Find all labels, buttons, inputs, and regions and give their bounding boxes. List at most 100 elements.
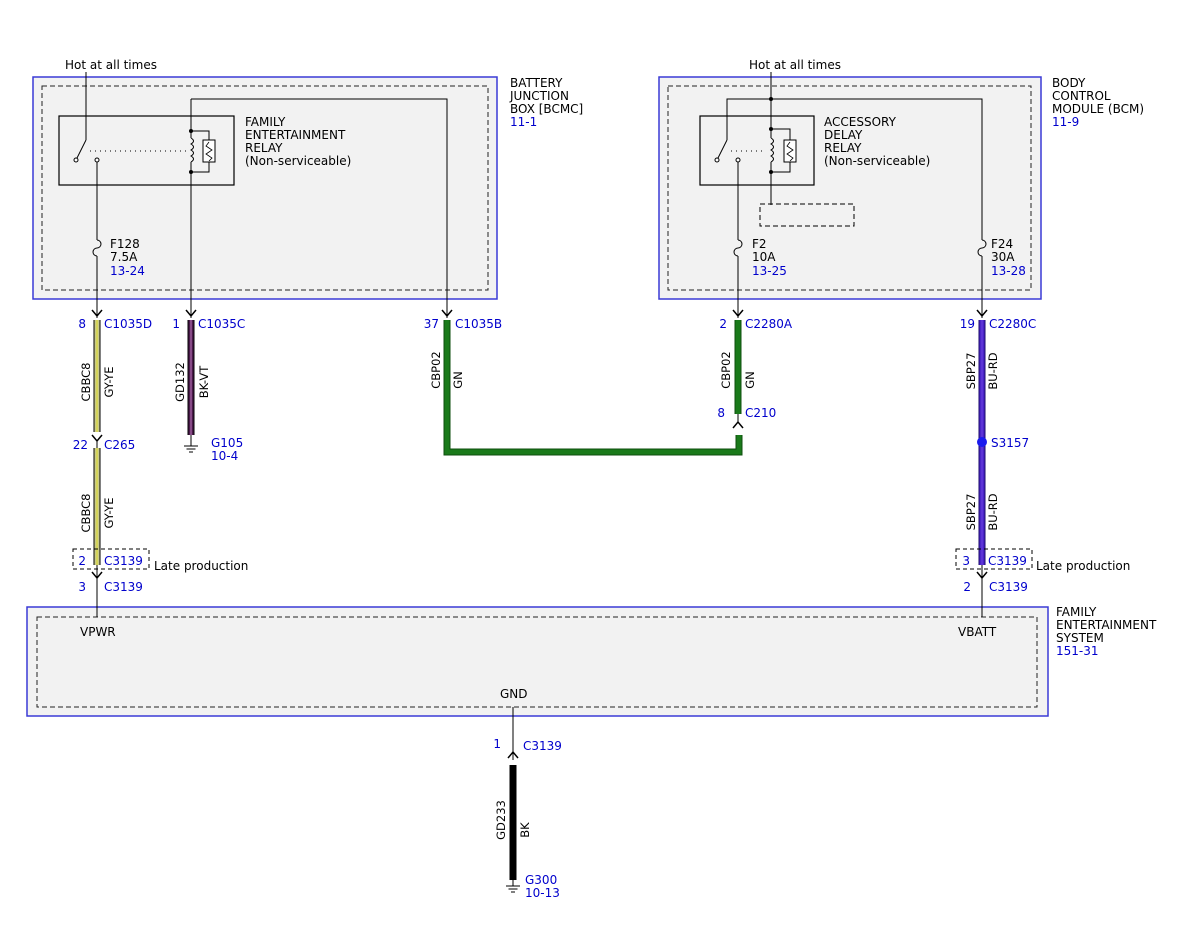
ground-g300-icon bbox=[506, 885, 520, 893]
c3139-left-name: C3139 bbox=[104, 580, 143, 594]
wire-cbp02-right-circuit: CBP02 bbox=[719, 351, 733, 389]
relay-resistor-left bbox=[202, 139, 216, 163]
fuse-f2-icon bbox=[733, 239, 743, 257]
bjb-name-line-3: BOX [BCMC] bbox=[510, 102, 583, 116]
c210-name: C210 bbox=[745, 406, 776, 420]
body-control-module-inner bbox=[667, 85, 1032, 291]
fuse-f2-ref: 13-25 bbox=[752, 264, 787, 278]
c2280a-pin: 2 bbox=[719, 317, 727, 331]
fuse-f128-rating: 7.5A bbox=[110, 250, 138, 264]
c3139-gnd-name: C3139 bbox=[523, 739, 562, 753]
wire-cbp02-left-circuit: CBP02 bbox=[429, 351, 443, 389]
ad-relay-line-4: (Non-serviceable) bbox=[824, 154, 930, 168]
relay-output-wire-left bbox=[191, 98, 448, 318]
fes-name-line-2: ENTERTAINMENT bbox=[1056, 618, 1157, 632]
ground-g105-ref: 10-4 bbox=[211, 449, 238, 463]
wire-cbbc8-lower-circuit: CBBC8 bbox=[79, 494, 93, 533]
ad-relay-line-1: ACCESSORY bbox=[824, 115, 897, 129]
c3139-left-pin: 3 bbox=[78, 580, 86, 594]
connector-arrow-c1035d bbox=[91, 309, 103, 318]
pin-vpwr-label: VPWR bbox=[80, 625, 116, 639]
late-production-right: Late production bbox=[1036, 559, 1130, 573]
fes-name-line-3: SYSTEM bbox=[1056, 631, 1104, 645]
late-production-box-left bbox=[72, 548, 150, 570]
fe-relay-line-4: (Non-serviceable) bbox=[245, 154, 351, 168]
wire-cbp02-left-color: GN bbox=[451, 371, 465, 389]
wire-cbbc8-upper-color: GY-YE bbox=[102, 366, 116, 397]
c3139-gnd-pin: 1 bbox=[493, 737, 501, 751]
c3139-left-late-name: C3139 bbox=[104, 554, 143, 568]
fuse-f2-name: F2 bbox=[752, 237, 767, 251]
ground-g105-icon bbox=[184, 445, 198, 453]
relay-coil-right bbox=[770, 137, 774, 163]
c265-name: C265 bbox=[104, 438, 135, 452]
wire-cbbc8-lower-color: GY-YE bbox=[102, 497, 116, 528]
connector-arrow-c1035c bbox=[185, 309, 197, 318]
wire-cbbc8-upper-circuit: CBBC8 bbox=[79, 363, 93, 402]
ground-g105-name: G105 bbox=[211, 436, 243, 450]
hot-label-right: Hot at all times bbox=[749, 58, 841, 72]
wire-sbp27-lower-circuit: SBP27 bbox=[964, 494, 978, 531]
bcm-name-line-2: CONTROL bbox=[1052, 89, 1111, 103]
ad-relay-line-3: RELAY bbox=[824, 141, 862, 155]
dashed-component-box bbox=[759, 203, 855, 227]
wire-cbp02-loop bbox=[443, 320, 743, 456]
relay-switch-arm-left bbox=[75, 139, 87, 161]
bjb-name-line-2: JUNCTION bbox=[509, 89, 569, 103]
fe-relay-line-2: ENTERTAINMENT bbox=[245, 128, 346, 142]
c3139-left-late-pin: 2 bbox=[78, 554, 86, 568]
fe-relay-line-1: FAMILY bbox=[245, 115, 286, 129]
c210-pin: 8 bbox=[717, 406, 725, 420]
fuse-f24-rating: 30A bbox=[991, 250, 1015, 264]
wire-gd132-color: BK-VT bbox=[197, 365, 211, 399]
battery-junction-box-module bbox=[32, 76, 498, 300]
c2280c-name: C2280C bbox=[989, 317, 1036, 331]
fuse-f128-ref: 13-24 bbox=[110, 264, 145, 278]
relay-contact-left-b bbox=[94, 157, 100, 163]
fe-relay-line-3: RELAY bbox=[245, 141, 283, 155]
relay-contact-left-a bbox=[73, 157, 79, 163]
c1035b-name: C1035B bbox=[455, 317, 502, 331]
c3139-right-name: C3139 bbox=[989, 580, 1028, 594]
wire-cbp02-right-color: GN bbox=[743, 371, 757, 389]
family-entertainment-relay-box bbox=[58, 115, 235, 186]
connector-arrow-c210 bbox=[732, 420, 744, 429]
c1035b-pin: 37 bbox=[424, 317, 439, 331]
relay-coil-left bbox=[190, 137, 194, 163]
splice-s3157-name: S3157 bbox=[991, 436, 1029, 450]
hot-label-left: Hot at all times bbox=[65, 58, 157, 72]
fuse-f128-icon bbox=[92, 239, 102, 257]
fes-name-line-1: FAMILY bbox=[1056, 605, 1097, 619]
accessory-delay-relay-box bbox=[699, 115, 815, 186]
c265-pin: 22 bbox=[73, 438, 88, 452]
bcm-ref: 11-9 bbox=[1052, 115, 1079, 129]
bjb-name-line-1: BATTERY bbox=[510, 76, 563, 90]
bjb-ref: 11-1 bbox=[510, 115, 537, 129]
wire-sbp27-upper-circuit: SBP27 bbox=[964, 353, 978, 390]
late-production-left: Late production bbox=[154, 559, 248, 573]
ground-g300-name: G300 bbox=[525, 873, 557, 887]
ad-relay-line-2: DELAY bbox=[824, 128, 863, 142]
relay-resistor-right bbox=[783, 139, 797, 163]
c2280c-pin: 19 bbox=[960, 317, 975, 331]
ground-g300-ref: 10-13 bbox=[525, 886, 560, 900]
connector-arrow-c3139-gnd bbox=[507, 750, 519, 759]
late-production-box-right bbox=[955, 548, 1033, 570]
fuse-f24-ref: 13-28 bbox=[991, 264, 1026, 278]
wire-gd132-circuit: GD132 bbox=[173, 362, 187, 402]
fuse-f128-name: F128 bbox=[110, 237, 140, 251]
wire-gd233-color: BK bbox=[518, 822, 532, 838]
splice-s3157-dot bbox=[977, 437, 987, 447]
bcm-name-line-3: MODULE (BCM) bbox=[1052, 102, 1144, 116]
wire-sbp27-upper-color: BU-RD bbox=[986, 352, 1000, 389]
c3139-right-late-name: C3139 bbox=[988, 554, 1027, 568]
battery-junction-box-inner bbox=[41, 85, 489, 291]
c2280a-name: C2280A bbox=[745, 317, 793, 331]
wire-sbp27-lower-color: BU-RD bbox=[986, 493, 1000, 530]
connector-arrow-c1035b bbox=[441, 309, 453, 318]
c3139-right-pin: 2 bbox=[963, 580, 971, 594]
c1035c-name: C1035C bbox=[198, 317, 245, 331]
wire-gd233-circuit: GD233 bbox=[494, 800, 508, 840]
c1035d-name: C1035D bbox=[104, 317, 152, 331]
